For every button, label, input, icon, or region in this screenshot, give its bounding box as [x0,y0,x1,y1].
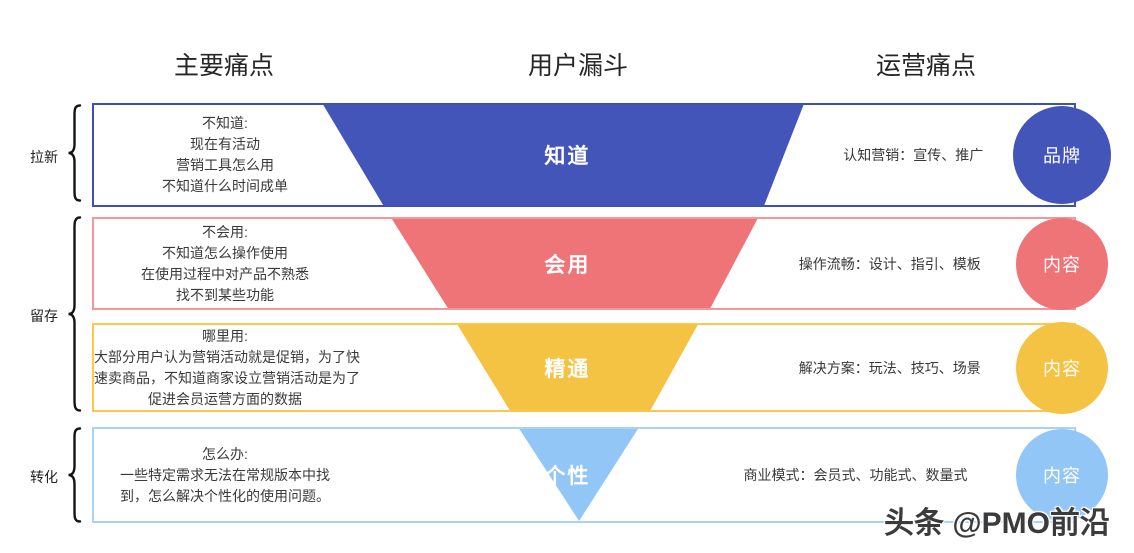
pain-line: 在使用过程中对产品不熟悉 [141,265,309,282]
column-header-user-funnel: 用户漏斗 [527,52,629,80]
pain-line: 哪里用: [202,327,248,344]
ops-text-row4: 商业模式：会员式、功能式、数量式 [743,467,968,483]
pain-text-row1: 不知道: 现在有活动 营销工具怎么用 不知道什么时间成单 [94,105,356,205]
pain-line: 不会用: [202,223,248,240]
funnel-segment-can-use [391,219,758,308]
stage-label-retention: 留存 [30,308,58,324]
pain-text-row3: 哪里用: 大部分用户认为营销活动就是促销，为了快 速卖商品，不知道商家设立营销活… [94,325,360,410]
pain-line: 大部分用户认为营销活动就是促销，为了快 [94,348,360,365]
funnel-stage-label-master: 精通 [544,357,591,381]
pain-text-row2: 不会用: 不知道怎么操作使用 在使用过程中对产品不熟悉 找不到某些功能 [94,219,356,308]
watermark-toutiao-pmo: 头条 @PMO前沿 [884,507,1110,540]
funnel-row-personal: 怎么办: 一些特定需求无法在常规版本中找 到，怎么解决个性化的使用问题。 个性 … [92,427,1108,523]
pain-line: 营销工具怎么用 [176,157,274,173]
badge-circle-content-3: 内容 [1016,429,1108,521]
ops-text-row2: 操作流畅：设计、指引、模板 [798,255,981,272]
pain-line: 现在有活动 [190,136,260,152]
badge-circle-brand: 品牌 [1013,106,1111,204]
funnel-stage-label-can-use: 会用 [544,253,591,277]
pain-line: 不知道: [202,115,248,131]
pain-line: 不知道怎么操作使用 [162,244,288,261]
pain-line: 到，怎么解决个性化的使用问题。 [120,487,330,504]
funnel-stage-label-personal: 个性 [544,465,591,488]
column-header-main-pain: 主要痛点 [173,52,275,80]
funnel-row-can-use: 不会用: 不知道怎么操作使用 在使用过程中对产品不熟悉 找不到某些功能 会用 操… [92,217,1108,310]
pain-line: 怎么办: [202,445,248,462]
funnel-row-aware: 不知道: 现在有活动 营销工具怎么用 不知道什么时间成单 知道 认知营销：宣传、… [92,103,1111,207]
ops-text-row1: 认知营销：宣传、推广 [843,147,984,163]
stage-label-conversion: 转化 [30,469,58,485]
funnel-row-master: 哪里用: 大部分用户认为营销活动就是促销，为了快 速卖商品，不知道商家设立营销活… [92,321,1108,414]
pain-line: 不知道什么时间成单 [162,178,288,194]
funnel-stage-label-aware: 知道 [544,145,591,168]
pain-line: 速卖商品，不知道商家设立营销活动是为了 [94,369,360,386]
pain-line: 一些特定需求无法在常规版本中找 [120,466,330,483]
bracket-acquisition [68,104,82,202]
ops-text-row3: 解决方案：玩法、技巧、场景 [798,359,981,376]
badge-circle-content-2: 内容 [1016,321,1108,414]
column-header-ops-pain: 运营痛点 [875,52,977,80]
bracket-conversion [68,427,82,523]
funnel-segment-aware [323,105,804,205]
pain-line: 找不到某些功能 [176,286,274,303]
stage-label-acquisition: 拉新 [30,149,58,165]
bracket-retention [68,216,82,412]
pain-text-row4: 怎么办: 一些特定需求无法在常规版本中找 到，怎么解决个性化的使用问题。 [94,429,356,521]
badge-circle-content-1: 内容 [1016,217,1108,310]
pain-line: 促进会员运营方面的数据 [148,390,302,407]
